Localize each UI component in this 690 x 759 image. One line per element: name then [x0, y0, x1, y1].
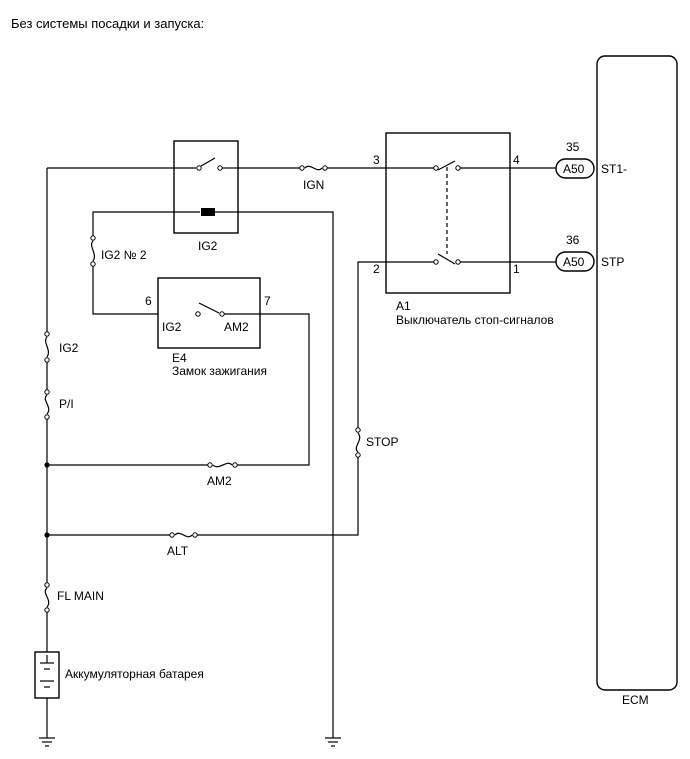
ecm-label: ECM [622, 693, 649, 707]
fuse-stop-label: STOP [366, 435, 398, 449]
relay-ig2-box [173, 140, 239, 234]
ignition-pin-am2: AM2 [224, 320, 249, 334]
ignition-terminal-6: 6 [145, 294, 152, 308]
stop-switch-upper-contact-icon [386, 160, 510, 171]
fuse-alt-label: ALT [167, 544, 189, 558]
wire-e4-to-am2 [237, 313, 310, 466]
fuse-ign-icon [299, 165, 328, 171]
ecm-block [596, 55, 678, 691]
ignition-terminal-7: 7 [264, 294, 271, 308]
ignition-switch-box [157, 277, 261, 349]
connector-st1-pin: 35 [566, 140, 580, 154]
main-bus [44, 168, 50, 738]
fuse-ig2-label: IG2 [59, 341, 79, 355]
relay-ig2-switch-icon [174, 157, 238, 171]
connector-st1 [555, 158, 595, 179]
fuse-ig2-no2-icon [90, 235, 96, 267]
connector-stp-pin: 36 [566, 233, 580, 247]
fuse-fl-main-icon [44, 582, 50, 613]
connector-st1-code: A50 [563, 162, 585, 176]
stop-terminal-4: 4 [513, 153, 520, 167]
fuse-pi-label: P/I [59, 397, 74, 411]
stop-terminal-3: 3 [373, 153, 380, 167]
wire-coil-left [92, 211, 174, 236]
fuse-ign-label: IGN [303, 178, 324, 192]
ignition-switch-contact-icon [195, 302, 260, 317]
fuse-ig2-no2-label: IG2 № 2 [101, 248, 147, 262]
wire-stop-to-a1 [357, 261, 386, 428]
wire-coil-to-ground [238, 211, 334, 738]
fuse-ig2-icon [44, 331, 50, 363]
wire-ig2no2-to-e4 [92, 266, 158, 315]
ignition-switch-name: Замок зажигания [172, 364, 267, 378]
battery-label: Аккумуляторная батарея [65, 667, 204, 681]
connector-st1-name: ST1- [601, 162, 627, 176]
ground-right-icon [325, 737, 341, 747]
fuse-fl-main-label: FL MAIN [57, 589, 104, 603]
fuse-pi-icon [44, 389, 50, 420]
diagram-title: Без системы посадки и запуска: [11, 16, 205, 31]
connector-stp-name: STP [601, 255, 624, 269]
fuse-am2-label: AM2 [207, 474, 232, 488]
fuse-stop-icon [355, 427, 361, 458]
ignition-switch-code: E4 [172, 351, 187, 365]
relay-ig2-coil-icon [174, 208, 238, 216]
fuse-alt-icon [169, 532, 198, 538]
stop-switch-code: A1 [396, 299, 411, 313]
stop-terminal-2: 2 [373, 262, 380, 276]
stop-switch-lower-contact-icon [386, 253, 510, 265]
stop-switch-name: Выключатель стоп-сигналов [396, 313, 554, 327]
stop-terminal-1: 1 [513, 262, 520, 276]
wire-alt-to-stop [197, 457, 359, 536]
battery-icon [34, 651, 60, 699]
ignition-pin-ig2: IG2 [162, 320, 182, 334]
fuse-am2-icon [207, 462, 238, 468]
connector-stp-code: A50 [563, 255, 585, 269]
ground-left-icon [39, 737, 55, 747]
stop-switch-box [385, 132, 511, 294]
relay-ig2-label: IG2 [198, 239, 218, 253]
connector-stp [555, 251, 595, 272]
